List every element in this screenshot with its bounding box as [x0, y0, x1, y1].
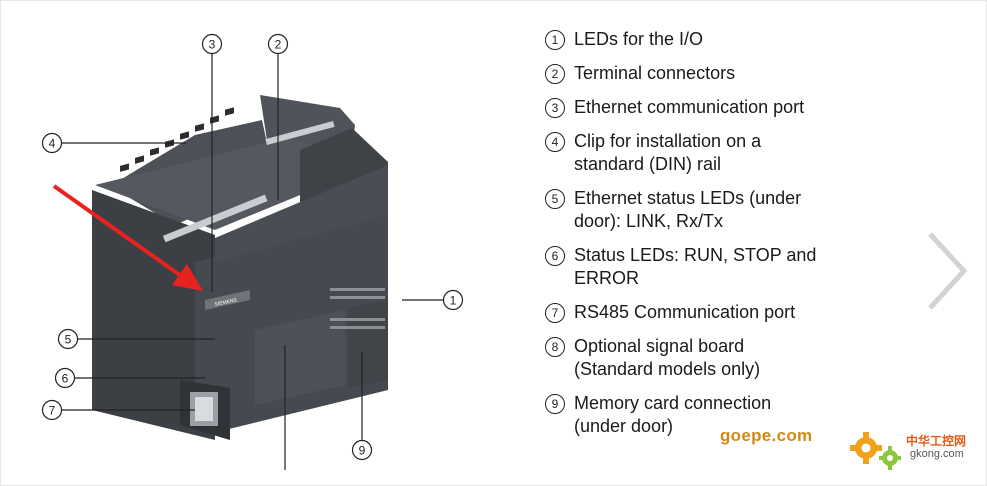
gkong-logo: 中华工控网 gkong.com [848, 428, 978, 473]
callout-4-number: 4 [49, 137, 56, 151]
legend-text-3: Ethernet communication port [574, 96, 804, 119]
logo-cn-text: 中华工控网 [906, 434, 967, 448]
legend-text-1: LEDs for the I/O [574, 28, 703, 51]
legend-line: RS485 Communication port [574, 302, 796, 322]
legend-text-5: Ethernet status LEDs (under door): LINK,… [574, 187, 801, 233]
legend-item-1: 1 LEDs for the I/O [545, 28, 875, 51]
legend-number-3: 3 [545, 98, 565, 118]
chevron-right-icon [928, 232, 968, 310]
callout-9-number: 9 [359, 444, 366, 458]
legend-item-5: 5 Ethernet status LEDs (under door): LIN… [545, 187, 875, 233]
legend-line: Terminal connectors [574, 63, 736, 83]
logo-url-text: gkong.com [910, 448, 964, 460]
callout-1: 1 [442, 289, 464, 311]
callout-7-number: 7 [49, 404, 56, 418]
legend-line: Memory card connection [574, 393, 772, 413]
legend-text-4: Clip for installation on a standard (DIN… [574, 130, 761, 176]
watermark-site: goepe.com [720, 426, 813, 445]
callout-2-number: 2 [275, 38, 282, 52]
legend-number-8: 8 [545, 337, 565, 357]
legend-number-6: 6 [545, 246, 565, 266]
callout-2: 2 [267, 33, 289, 55]
plc-device [92, 95, 388, 440]
legend-number-4: 4 [545, 132, 565, 152]
legend-line: (Standard models only) [574, 359, 761, 379]
callout-5: 5 [57, 328, 79, 350]
legend-line: Ethernet communication port [574, 97, 805, 117]
legend-item-9: 9 Memory card connection (under door) [545, 392, 875, 438]
legend-text-6: Status LEDs: RUN, STOP and ERROR [574, 244, 816, 290]
callout-4: 4 [41, 132, 63, 154]
callout-7: 7 [41, 399, 63, 421]
legend-number-1: 1 [545, 30, 565, 50]
legend-text-2: Terminal connectors [574, 62, 735, 85]
legend-line: standard (DIN) rail [574, 154, 722, 174]
legend-item-3: 3 Ethernet communication port [545, 96, 875, 119]
legend-line: Clip for installation on a [574, 131, 762, 151]
legend-line: ERROR [574, 268, 640, 288]
brand-label: SIEMENS [214, 297, 238, 308]
legend-line: (under door) [574, 416, 674, 436]
legend-number-9: 9 [545, 394, 565, 414]
callout-1-number: 1 [450, 294, 457, 308]
legend-item-6: 6 Status LEDs: RUN, STOP and ERROR [545, 244, 875, 290]
legend-text-8: Optional signal board (Standard models o… [574, 335, 760, 381]
legend: 1 LEDs for the I/O 2 Terminal connectors… [545, 28, 875, 449]
legend-item-4: 4 Clip for installation on a standard (D… [545, 130, 875, 176]
callout-6: 6 [54, 367, 76, 389]
legend-item-8: 8 Optional signal board (Standard models… [545, 335, 875, 381]
next-arrow-button[interactable] [922, 228, 970, 314]
legend-text-9: Memory card connection (under door) [574, 392, 771, 438]
legend-line: Optional signal board [574, 336, 745, 356]
callout-3-number: 3 [209, 38, 216, 52]
legend-line: door): LINK, Rx/Tx [574, 211, 724, 231]
legend-number-5: 5 [545, 189, 565, 209]
callout-6-number: 6 [62, 372, 69, 386]
legend-number-2: 2 [545, 64, 565, 84]
highlight-arrow [52, 184, 203, 291]
callout-3: 3 [201, 33, 223, 55]
gear-icon [850, 432, 901, 470]
callout-9: 9 [351, 439, 373, 461]
legend-item-7: 7 RS485 Communication port [545, 301, 875, 324]
legend-line: Status LEDs: RUN, STOP and [574, 245, 817, 265]
leader-lines [62, 54, 443, 470]
legend-text-7: RS485 Communication port [574, 301, 795, 324]
legend-line: Ethernet status LEDs (under [574, 188, 802, 208]
legend-number-7: 7 [545, 303, 565, 323]
legend-item-2: 2 Terminal connectors [545, 62, 875, 85]
callout-5-number: 5 [65, 333, 72, 347]
legend-line: LEDs for the I/O [574, 29, 704, 49]
